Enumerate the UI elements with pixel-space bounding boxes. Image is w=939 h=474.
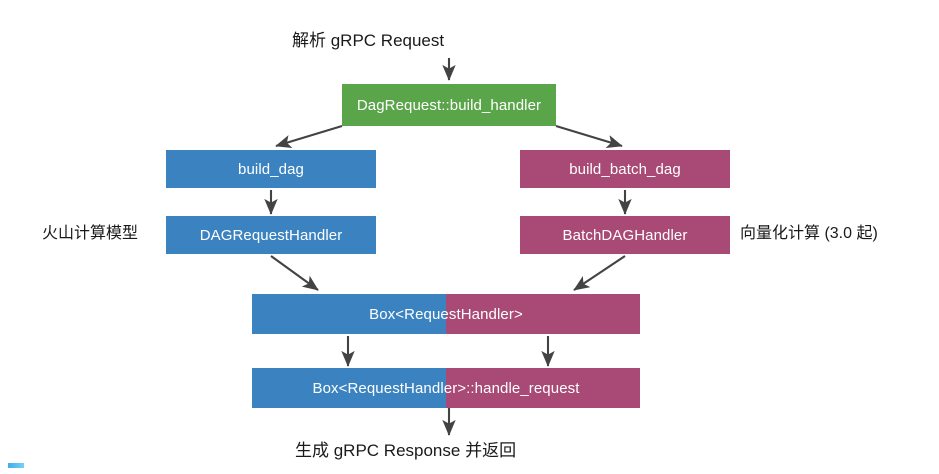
node-dagrequesthandler[interactable]: DAGRequestHandler: [166, 216, 376, 254]
side-label-left: 火山计算模型: [42, 225, 139, 242]
edge-build-handler-to-build-dag: [275, 124, 343, 149]
node-box-requesthandler[interactable]: Box<RequestHandler>: [252, 294, 640, 334]
node-dagrequest-build-handler[interactable]: DagRequest::build_handler: [342, 84, 556, 126]
corner-artifact: [8, 463, 24, 468]
side-label-right: 向量化计算 (3.0 起): [740, 225, 878, 242]
node-batchdaghandler[interactable]: BatchDAGHandler: [520, 216, 730, 254]
node-build-dag[interactable]: build_dag: [166, 150, 376, 188]
edge-dag-handler-to-box-handler: [270, 255, 319, 291]
node-box-requesthandler-handle-request[interactable]: Box<RequestHandler>::handle_request: [252, 368, 640, 408]
edge-batch-handler-to-box-handler: [573, 255, 626, 291]
edge-build-handler-to-build-batch-dag: [555, 124, 623, 149]
node-build-batch-dag[interactable]: build_batch_dag: [520, 150, 730, 188]
entry-label: 解析 gRPC Request: [292, 31, 445, 50]
exit-label: 生成 gRPC Response 并返回: [295, 441, 517, 460]
